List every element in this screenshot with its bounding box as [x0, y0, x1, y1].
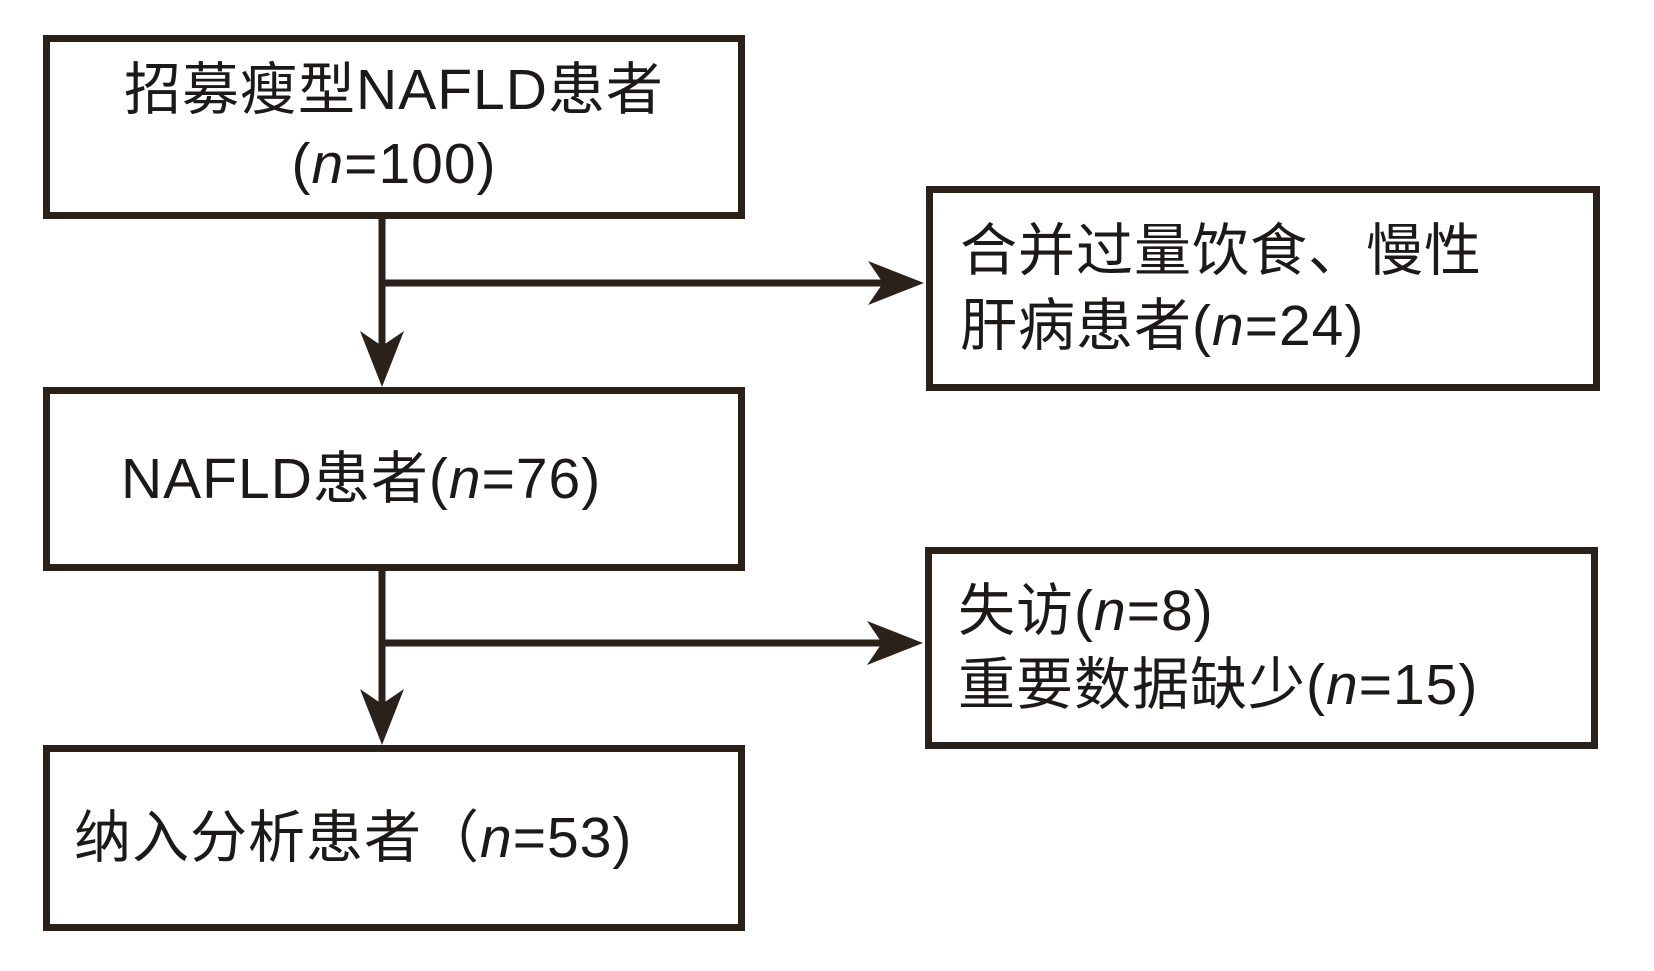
sample-size-value: =53): [512, 805, 633, 870]
sample-size-variable: n: [448, 446, 482, 511]
arrow-recruited-to-nafld-head: [360, 331, 404, 387]
node-excluded-top-label-line1: 合并过量饮食、慢性: [960, 219, 1482, 284]
paren-open: (: [291, 132, 312, 196]
sample-size-variable: n: [311, 132, 345, 196]
label-text: 肝病患者(: [960, 293, 1212, 358]
label-text: NAFLD患者(: [121, 446, 449, 511]
arrow-nafld-to-analyzed-head: [360, 689, 404, 745]
node-excluded-overeating-chronic-liver: 合并过量饮食、慢性 肝病患者(n=24): [926, 186, 1600, 391]
sample-size-value: =8): [1126, 578, 1214, 643]
node-excluded-bottom-label-line1: 失访(n=8): [958, 574, 1591, 648]
label-text: 失访(: [958, 578, 1094, 643]
node-nafld-label: NAFLD患者(n=76): [121, 442, 738, 516]
sample-size-variable: n: [1093, 578, 1127, 643]
node-excluded-top-label-line2: 肝病患者(n=24): [960, 289, 1593, 363]
sample-size-variable: n: [1325, 653, 1359, 717]
arrow-branch-to-excluded-top-head: [868, 261, 924, 305]
sample-size-value: =24): [1244, 293, 1365, 358]
sample-size-value: =76): [481, 446, 602, 511]
node-recruited-label-line1: 招募瘦型NAFLD患者: [124, 57, 664, 122]
node-recruited-patients: 招募瘦型NAFLD患者 (n=100): [43, 35, 745, 219]
node-excluded-lost-missing-data: 失访(n=8) 重要数据缺少(n=15): [925, 547, 1598, 749]
arrow-branch-to-excluded-bottom-head: [867, 621, 923, 665]
node-excluded-bottom-label-line2: 重要数据缺少(n=15): [958, 648, 1591, 722]
label-text: 重要数据缺少(: [958, 653, 1326, 717]
sample-size-variable: n: [1211, 293, 1245, 358]
node-recruited-label-line2: (n=100): [291, 127, 496, 201]
node-analyzed-label: 纳入分析患者（n=53): [74, 801, 738, 875]
sample-size-variable: n: [480, 805, 513, 870]
sample-size-value: =15): [1358, 653, 1479, 717]
node-nafld-patients: NAFLD患者(n=76): [43, 387, 745, 571]
sample-size-value: =100): [344, 132, 497, 196]
node-included-in-analysis: 纳入分析患者（n=53): [43, 745, 745, 931]
label-text: 纳入分析患者（: [74, 805, 480, 870]
